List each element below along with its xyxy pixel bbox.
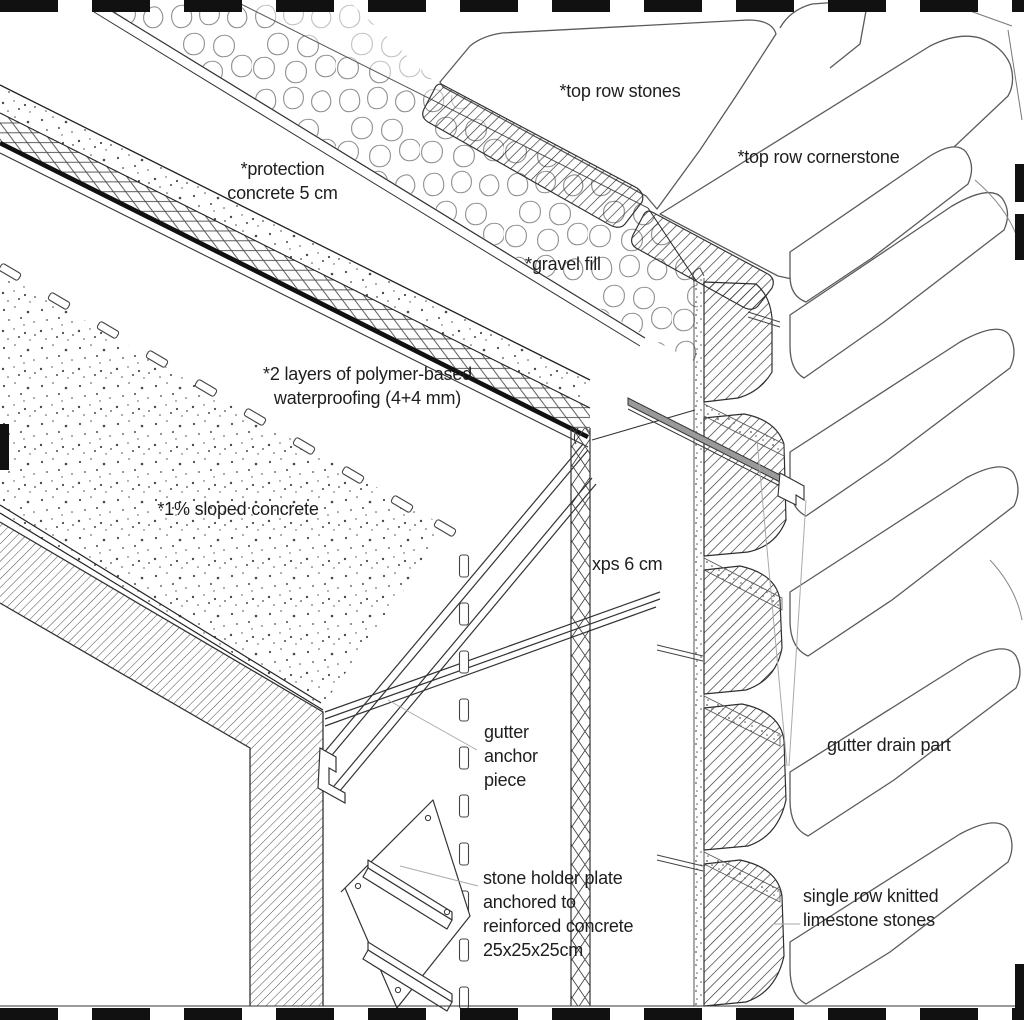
leader-lines <box>387 439 807 925</box>
parapet-cut-section <box>0 521 324 1006</box>
mortar-joints <box>703 403 785 903</box>
label-gravel-fill: *gravel fill <box>525 254 601 274</box>
limestone-wall-sections <box>703 281 787 1007</box>
label-single-row-limestone: single row knitted limestone stones <box>803 886 939 930</box>
label-top-row-stones: *top row stones <box>559 81 681 101</box>
mortar-strip <box>692 267 705 1006</box>
label-stone-holder-plate: stone holder plate anchored to reinforce… <box>483 868 634 960</box>
top-row-cornerstone <box>659 1 1023 283</box>
roof-layer-bands <box>0 84 696 448</box>
gutter-channel <box>317 443 661 805</box>
label-protection-concrete: *protection concrete 5 cm <box>227 159 338 203</box>
sloped-concrete-surface <box>0 272 448 711</box>
label-gutter-drain-part: gutter drain part <box>827 735 951 755</box>
label-xps: xps 6 cm <box>592 554 663 574</box>
stone-holder-plate <box>340 799 471 1013</box>
gutter-drain-part <box>627 397 805 506</box>
label-sloped-concrete: *1% sloped concrete <box>157 499 319 519</box>
label-gutter-anchor-piece: gutter anchor piece <box>484 722 538 790</box>
label-waterproofing: *2 layers of polymer-based waterproofing… <box>263 364 472 408</box>
stone-anchor-ties <box>656 311 781 872</box>
xps-strip <box>570 427 591 1006</box>
label-top-row-cornerstone: *top row cornerstone <box>737 147 900 167</box>
limestone-stone-faces <box>789 146 1023 1005</box>
